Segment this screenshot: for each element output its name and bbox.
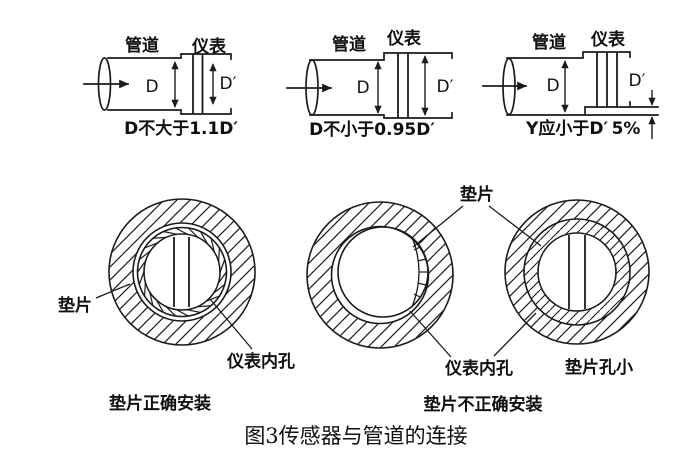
pipe-label: 管道 <box>125 35 159 56</box>
flange-gap-lines <box>596 52 618 107</box>
diameter-dprime-label: D′ <box>437 77 454 97</box>
pipe-outline <box>107 53 232 115</box>
flange-gap-lines <box>192 54 204 114</box>
flange-hatch <box>307 202 453 348</box>
pipe-diagram-2: 管道 仪表 D D′ D不小于0.95D′ <box>286 28 454 140</box>
gasket-ring-ticks <box>137 227 227 317</box>
gasket-outer-edge <box>523 218 631 326</box>
leader-lines <box>95 205 542 358</box>
figure-caption: 图3传感器与管道的连接 <box>244 424 467 448</box>
gasket-leader-to-offset <box>412 205 464 248</box>
instrument-bore-edge <box>337 226 429 318</box>
instrument-label: 仪表 <box>590 29 626 50</box>
diameter-d-label: D <box>145 77 158 97</box>
condition-caption: D不小于0.95D′ <box>309 120 435 140</box>
bore-leader-to-offset <box>409 310 452 358</box>
bore-label-left: 仪表内孔 <box>226 351 295 372</box>
diameter-d-label: D <box>546 76 559 96</box>
pipe-label: 管道 <box>532 32 566 53</box>
flange-outer-edge <box>504 199 650 345</box>
gasket-leader-left <box>95 283 131 299</box>
instrument-label: 仪表 <box>191 36 227 57</box>
instrument-bore-edge <box>143 233 221 311</box>
shedder-bar-lines <box>568 235 586 309</box>
condition-caption: Y应小于D′ <box>525 118 608 139</box>
flange-gap-lines <box>397 53 409 118</box>
pipe-diagram-1: 管道 仪表 D D′ D不大于1.1D′ <box>83 35 238 139</box>
instrument-label: 仪表 <box>386 28 422 49</box>
gasket-leader-to-small-hole <box>488 205 542 247</box>
condition-caption: D不大于1.1D′ <box>124 118 238 139</box>
gasket-label-shared: 垫片 <box>460 184 494 205</box>
pipe-diagram-3: 管道 仪表 D D′ Y应小于D′ 5% <box>482 29 659 139</box>
small-hole-label: 垫片孔小 <box>565 357 633 378</box>
bore-label-shared: 仪表内孔 <box>444 358 513 379</box>
bore-leader-left <box>209 298 253 350</box>
caption-correct-install: 垫片正确安装 <box>109 393 211 414</box>
diameter-d-label: D <box>356 78 369 98</box>
flange-outer-edge <box>306 201 454 349</box>
offset-percent-label: 5% <box>612 119 641 139</box>
caption-incorrect-install: 垫片不正确安装 <box>424 394 543 415</box>
gasket-crescent <box>411 236 428 308</box>
flange-inner-edge <box>132 222 232 322</box>
flange-outer-edge <box>108 198 256 346</box>
pipe-outline <box>309 52 453 119</box>
gasket-diagram-small-hole <box>504 199 650 345</box>
diameter-dprime-label: D′ <box>220 74 237 94</box>
shedder-bar-lines <box>173 237 190 307</box>
gasket-label-left: 垫片 <box>58 295 92 316</box>
gasket-diagram-offset <box>306 201 454 349</box>
gasket-hole-edge <box>537 232 617 312</box>
diameter-dprime-label: D′ <box>629 71 646 91</box>
bore-leader-to-small-hole <box>493 312 537 357</box>
gasket-diagram-correct <box>108 198 256 346</box>
pipe-label: 管道 <box>332 34 366 55</box>
